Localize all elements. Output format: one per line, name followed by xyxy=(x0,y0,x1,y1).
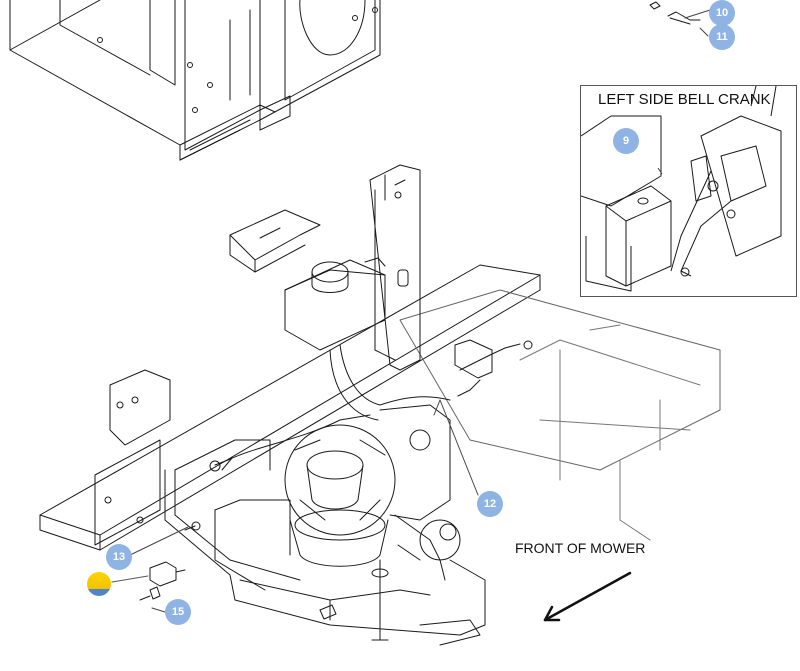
callout-9[interactable]: 9 xyxy=(613,128,639,154)
bell-crank-inset-drawing xyxy=(581,86,782,292)
front-of-mower-label: FRONT OF MOWER xyxy=(515,540,646,556)
inset-title: LEFT SIDE BELL CRANK xyxy=(598,91,771,108)
callout-11[interactable]: 11 xyxy=(709,24,735,50)
callout-15[interactable]: 15 xyxy=(165,599,191,625)
callout-10[interactable]: 10 xyxy=(709,0,735,26)
callout-13[interactable]: 13 xyxy=(106,544,132,570)
bell-crank-inset: LEFT SIDE BELL CRANK 9 xyxy=(580,85,797,297)
part-hotspot-marker[interactable] xyxy=(87,572,111,596)
callout-12[interactable]: 12 xyxy=(477,491,503,517)
